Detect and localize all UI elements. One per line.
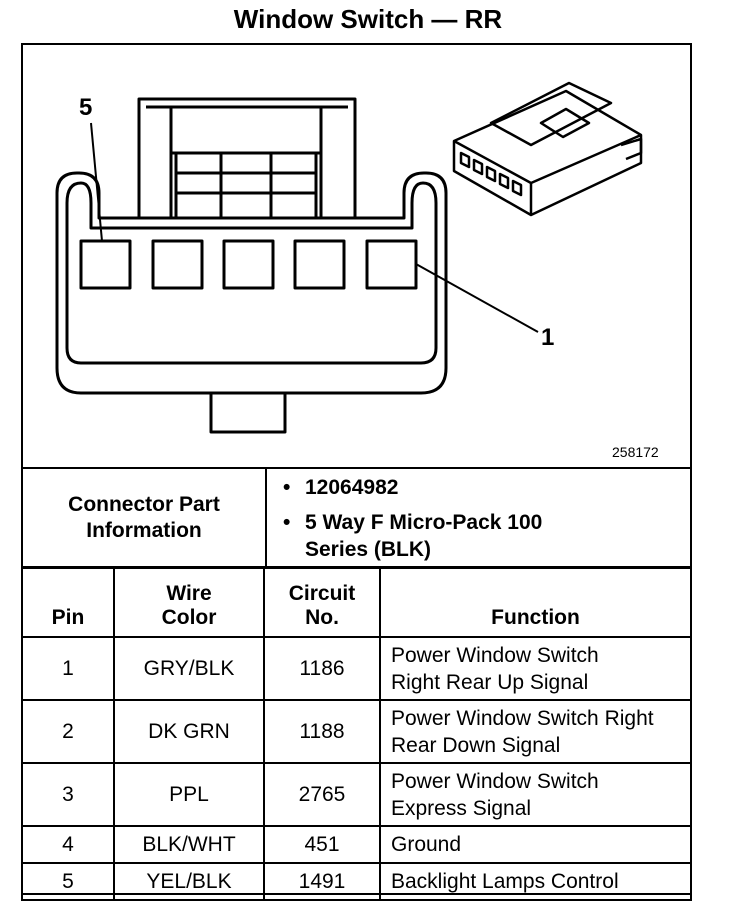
connector-isometric-view [452, 81, 643, 217]
header-wire-color: Wire Color [113, 566, 265, 638]
callout-line-5 [90, 122, 103, 242]
connector-latch [137, 97, 357, 220]
connector-diagram: 5 1 [55, 81, 643, 434]
wire-color-cell: YEL/BLK [113, 862, 265, 901]
circuit-cell: 2765 [263, 762, 381, 827]
function-cell: Power Window Switch Right Rear Down Sign… [379, 699, 692, 764]
connector-part-label: Connector Part Information [21, 467, 267, 569]
connector-part-info: 12064982 5 Way F Micro-Pack 100 Series (… [265, 467, 692, 569]
header-circuit-no: Circuit No. [263, 566, 381, 638]
function-cell: Backlight Lamps Control [379, 862, 692, 901]
pin-cell: 5 [21, 862, 115, 901]
part-number: 12064982 [283, 474, 690, 501]
wire-color-cell: DK GRN [113, 699, 265, 764]
circuit-cell: 451 [263, 825, 381, 864]
pin-callout-5: 5 [79, 94, 92, 121]
wire-color-cell: PPL [113, 762, 265, 827]
table-row: 4 BLK/WHT 451 Ground [21, 825, 692, 864]
table-row: 1 GRY/BLK 1186 Power Window Switch Right… [21, 636, 692, 701]
pin-callout-1: 1 [541, 324, 554, 351]
pin-cavity-5 [79, 239, 132, 290]
pin-cavity-2 [293, 239, 346, 290]
table-header-row: Pin Wire Color Circuit No. Function [21, 566, 692, 638]
page-title: Window Switch — RR [233, 4, 503, 34]
pin-cell: 2 [21, 699, 115, 764]
header-function: Function [379, 566, 692, 638]
wire-color-cell: BLK/WHT [113, 825, 265, 864]
connector-body [55, 171, 448, 434]
callout-line-1 [415, 263, 539, 333]
image-id: 258172 [612, 444, 659, 460]
circuit-cell: 1491 [263, 862, 381, 901]
pin-cavities [79, 239, 418, 290]
circuit-cell: 1188 [263, 699, 381, 764]
pin-cavity-4 [151, 239, 204, 290]
pin-cavity-3 [222, 239, 275, 290]
circuit-cell: 1186 [263, 636, 381, 701]
connector-description: 5 Way F Micro-Pack 100 Series (BLK) [283, 509, 545, 563]
header-pin: Pin [21, 566, 115, 638]
function-cell: Power Window Switch Express Signal [379, 762, 692, 827]
table-row: 2 DK GRN 1188 Power Window Switch Right … [21, 699, 692, 764]
connector-part-table: Connector Part Information 12064982 5 Wa… [21, 467, 692, 569]
function-cell: Power Window Switch Right Rear Up Signal [379, 636, 692, 701]
pin-cell: 3 [21, 762, 115, 827]
pin-cavity-1 [365, 239, 418, 290]
table-row: 5 YEL/BLK 1491 Backlight Lamps Control [21, 862, 692, 901]
wire-color-cell: GRY/BLK [113, 636, 265, 701]
pinout-table: Pin Wire Color Circuit No. Function 1 GR… [21, 566, 692, 901]
pin-cell: 4 [21, 825, 115, 864]
pin-cell: 1 [21, 636, 115, 701]
table-row: 3 PPL 2765 Power Window Switch Express S… [21, 762, 692, 827]
function-cell: Ground [379, 825, 692, 864]
